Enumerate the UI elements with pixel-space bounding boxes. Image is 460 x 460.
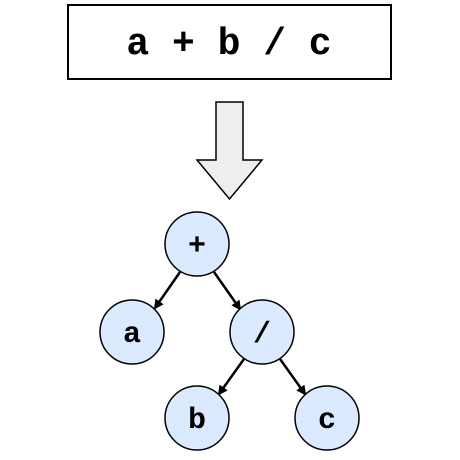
node-label: + [188,230,206,264]
edge-slash-to-b [217,358,246,396]
node-circle [294,385,360,451]
transform-down-arrow-icon [195,101,264,201]
node-label: c [318,404,336,438]
edge-plus-to-slash [212,271,242,311]
node-label: a [123,318,141,352]
tree-node-right-right: c [294,385,360,451]
node-label: / [253,318,271,352]
edge-plus-to-a [153,271,182,310]
tree-node-root: + [164,211,230,277]
node-circle [164,385,230,451]
node-label: b [188,404,206,438]
expression-box-border [67,4,392,80]
node-circle [99,299,165,365]
tree-node-left: a [99,299,165,365]
expression-text: a + b / c [126,23,331,66]
edge-slash-to-c [278,358,307,396]
expression-box: a + b / c [67,4,392,80]
node-circle [164,211,230,277]
tree-node-right-left: b [164,385,230,451]
tree-node-right: / [229,299,295,365]
node-circle [229,299,295,365]
